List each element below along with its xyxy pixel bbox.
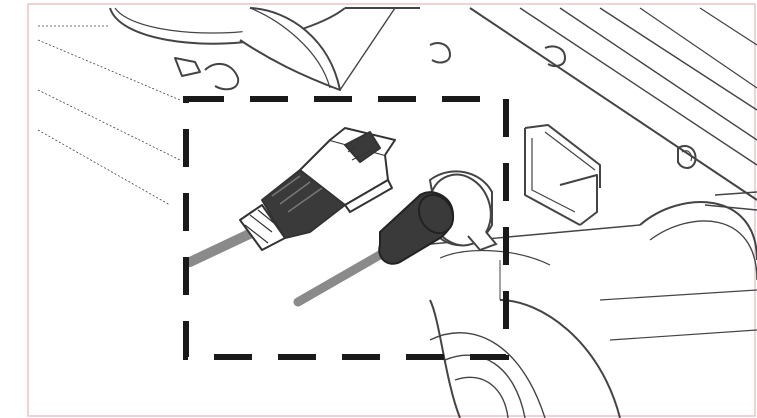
port-highlight-box (183, 96, 509, 360)
ethernet-plug-icon (185, 127, 396, 267)
dc-power-plug-icon (293, 191, 455, 307)
figure-border (27, 3, 756, 417)
